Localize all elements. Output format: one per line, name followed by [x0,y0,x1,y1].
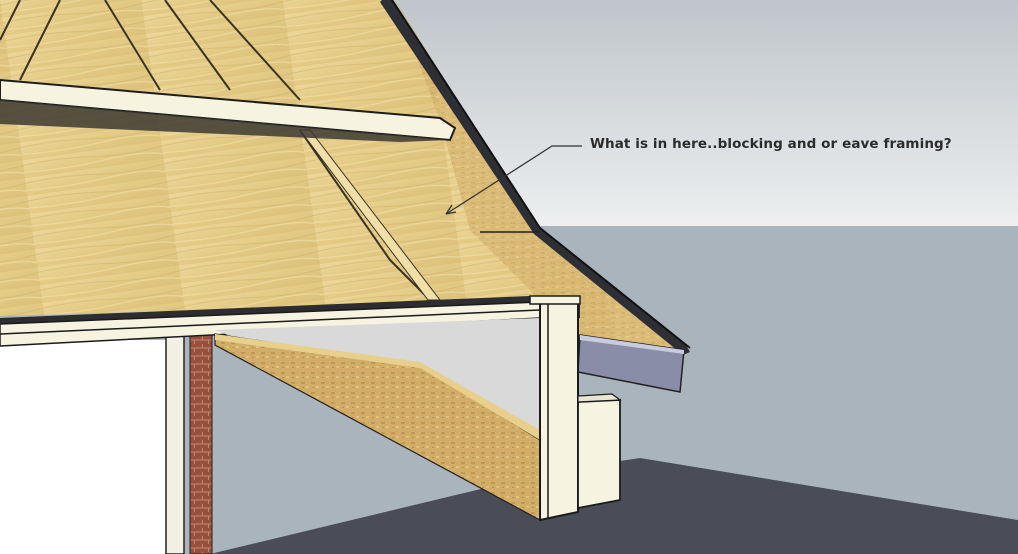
fascia-top [580,335,684,354]
wall-post [539,299,579,522]
interior-wall [0,340,170,554]
eave-osb-panel [395,0,690,356]
brick-column [189,329,213,554]
floor-slab [210,458,1018,554]
lower-block [577,399,621,510]
collar-tie-side [0,100,450,142]
roof-edge [380,0,691,355]
collar-tie [0,78,457,142]
rafters [0,0,426,296]
callout-leader [445,145,582,215]
lower-block-top [577,393,622,403]
callout-text: What is in here..blocking and or eave fr… [590,136,952,152]
top-plate-line [0,309,541,335]
wall-stud [165,335,185,554]
post-cap [529,295,581,305]
